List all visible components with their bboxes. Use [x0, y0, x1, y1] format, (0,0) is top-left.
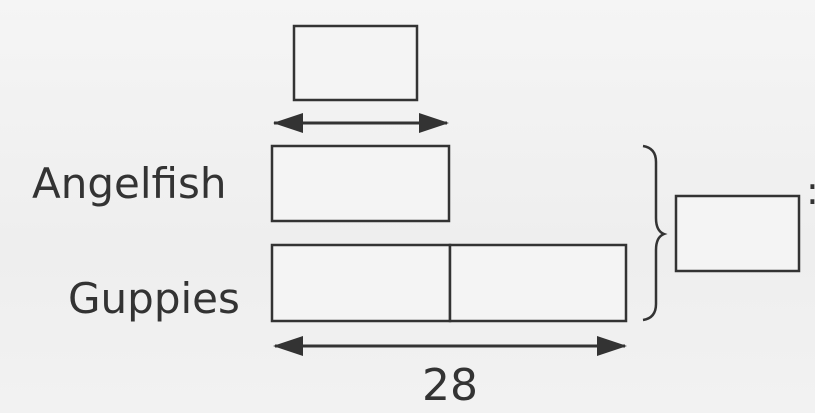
guppies-bar-unit-1 [270, 243, 452, 323]
guppies-total-label: 28 [422, 360, 478, 411]
guppies-span-arrow [273, 336, 627, 356]
guppies-bar-unit-2 [448, 243, 628, 323]
total-brace [642, 144, 668, 322]
unit-span-arrow [273, 113, 449, 133]
angelfish-label: Angelfish [32, 159, 227, 208]
guppies-label: Guppies [68, 274, 240, 323]
unit-value-answer-box[interactable] [292, 24, 419, 102]
angelfish-bar-unit-1 [270, 144, 451, 223]
total-answer-box[interactable] [674, 194, 801, 273]
cut-off-mark: : [806, 172, 815, 210]
